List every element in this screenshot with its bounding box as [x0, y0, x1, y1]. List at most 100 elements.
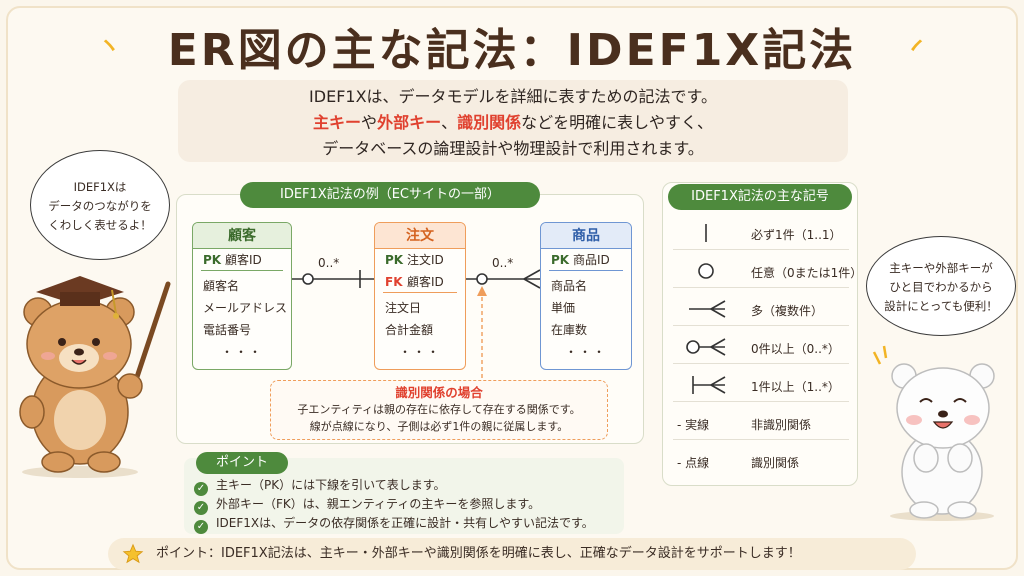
sparkle-icon: ヽ: [98, 34, 121, 59]
footer-text: ポイント：IDEF1X記法は、主キー・外部キーや識別関係を明確に表し、正確なデー…: [156, 546, 801, 561]
bubble-line: データのつながりを: [48, 199, 152, 213]
circle-symbol-icon: [698, 263, 714, 279]
foreign-key-row: FK 顧客ID: [383, 271, 457, 293]
legend-row: 1件以上（1..*）: [673, 369, 849, 402]
callout-line-1: 子エンティティは親の存在に依存して存在する関係です。: [297, 403, 581, 416]
attribute-row: 電話番号: [203, 323, 252, 337]
point-item: ✓ IDEF1Xは、データの依存関係を正確に設計・共有しやすい記法です。: [194, 514, 594, 534]
pk-field: 顧客ID: [225, 253, 262, 267]
pk-tag: PK: [385, 253, 404, 267]
crowfoot-mark: [523, 278, 541, 289]
legend-text: 0件以上（0..*）: [751, 342, 840, 356]
cardinality-label-left: 0..*: [318, 256, 340, 270]
entity-customer-name: 顧客: [193, 223, 291, 249]
attribute-ellipsis: ・・・: [220, 345, 263, 359]
left-speech-bubble: IDEF1Xは データのつながりを くわしく表せるよ！: [30, 150, 170, 260]
point-text: 外部キー（FK）は、親エンティティの主キーを参照します。: [216, 497, 541, 511]
bubble-line: くわしく表せるよ！: [48, 218, 152, 232]
callout-title: 識別関係の場合: [395, 385, 483, 400]
legend-label: IDEF1X記法の主な記号: [668, 184, 852, 210]
attribute-row: 在庫数: [551, 323, 588, 337]
intro-line-1: IDEF1Xは、データモデルを詳細に表すための記法です。: [309, 87, 717, 106]
point-item: ✓ 主キー（PK）には下線を引いて表します。: [194, 476, 446, 496]
check-icon: ✓: [194, 520, 208, 534]
bubble-line: ひと目でわかるから: [889, 280, 993, 294]
intro-fk-term: 外部キー: [377, 113, 442, 132]
point-text: 主キー（PK）には下線を引いて表します。: [216, 478, 446, 492]
pk-field: 商品ID: [573, 253, 610, 267]
legend-text: 必ず1件（1..1）: [751, 228, 842, 242]
right-speech-bubble: 主キーや外部キーが ひと目でわかるから 設計にとっても便利！: [866, 236, 1016, 336]
attribute-row: 単価: [551, 301, 576, 315]
cardinality-label-right: 0..*: [492, 256, 514, 270]
identifying-relationship-callout: 識別関係の場合 子エンティティは親の存在に依存して存在する関係です。 線が点線に…: [270, 380, 608, 440]
point-text: IDEF1Xは、データの依存関係を正確に設計・共有しやすい記法です。: [216, 516, 594, 530]
intro-text: や: [361, 113, 378, 132]
attribute-row: 合計金額: [385, 323, 434, 337]
optional-circle-mark: [476, 273, 488, 285]
optional-circle-mark: [302, 273, 314, 285]
crowfoot-mark: [523, 269, 541, 280]
intro-text: 、: [441, 113, 458, 132]
entity-product-name: 商品: [541, 223, 631, 249]
intro-pk-term: 主キー: [313, 113, 362, 132]
legend-text: 非識別関係: [751, 418, 812, 432]
legend-row: 0件以上（0..*）: [673, 331, 849, 364]
check-icon: ✓: [194, 482, 208, 496]
legend-text: 識別関係: [751, 456, 800, 470]
bubble-line: 設計にとっても便利！: [884, 299, 998, 313]
intro-identifying-term: 識別関係: [457, 113, 522, 132]
attribute-row: 商品名: [551, 279, 588, 293]
star-icon: [122, 543, 144, 564]
entity-order-name: 注文: [375, 223, 465, 249]
teacher-bear-illustration: [19, 276, 171, 478]
point-item: ✓ 外部キー（FK）は、親エンティティの主キーを参照します。: [194, 495, 540, 515]
attribute-row: 注文日: [385, 301, 422, 315]
legend-text: 任意（0または1件）: [751, 266, 863, 280]
fk-tag: FK: [385, 275, 403, 289]
intro-text: などを明確に表しやすく、: [521, 113, 713, 132]
dotted-line-label: - 点線: [677, 456, 710, 470]
attribute-ellipsis: ・・・: [398, 345, 441, 359]
legend-row: - 実線 非識別関係: [673, 407, 849, 440]
polar-bear-illustration: [872, 345, 995, 521]
page-title: ER図の主な記法：IDEF1X記法: [167, 25, 857, 76]
legend-text: 1件以上（1..*）: [751, 380, 840, 394]
bubble-line: 主キーや外部キーが: [889, 261, 993, 275]
callout-arrow-icon: [477, 286, 487, 296]
pk-field: 注文ID: [407, 253, 444, 267]
legend-row: 任意（0または1件）: [673, 255, 862, 288]
bubble-line: IDEF1Xは: [73, 180, 127, 194]
callout-line-2: 線が点線になり、子側は必ず1件の親に従属します。: [309, 420, 569, 433]
intro-line-2: 主キーや外部キー、識別関係などを明確に表しやすく、: [178, 110, 848, 136]
legend-row: 多（複数件）: [673, 293, 849, 326]
points-label: ポイント: [196, 452, 288, 474]
bar-crowfoot-symbol-icon: [692, 376, 726, 394]
intro-line-3: データベースの論理設計や物理設計で利用されます。: [322, 139, 704, 158]
attribute-row: メールアドレス: [203, 301, 288, 315]
legend-text: 多（複数件）: [751, 304, 824, 318]
intro-box: IDEF1Xは、データモデルを詳細に表すための記法です。 主キーや外部キー、識別…: [178, 80, 848, 162]
example-label: IDEF1X記法の例（ECサイトの一部）: [240, 182, 540, 208]
attribute-row: 顧客名: [203, 279, 240, 293]
legend-row: - 点線 識別関係: [673, 445, 849, 478]
fk-field: 顧客ID: [407, 275, 444, 289]
pk-tag: PK: [203, 253, 222, 267]
legend-row: 必ず1件（1..1）: [673, 217, 849, 250]
solid-line-label: - 実線: [677, 418, 710, 432]
check-icon: ✓: [194, 501, 208, 515]
crowfoot-symbol-icon: [689, 300, 726, 318]
circle-crowfoot-symbol-icon: [686, 338, 726, 356]
footer-banner: ポイント：IDEF1X記法は、主キー・外部キーや識別関係を明確に表し、正確なデー…: [108, 538, 916, 570]
pk-tag: PK: [551, 253, 570, 267]
legend-panel: 必ず1件（1..1） 任意（0または1件） 多（複数件） 0件以上（0..*） …: [662, 182, 862, 486]
bar-symbol-icon: [705, 224, 707, 242]
attribute-ellipsis: ・・・: [564, 345, 607, 359]
